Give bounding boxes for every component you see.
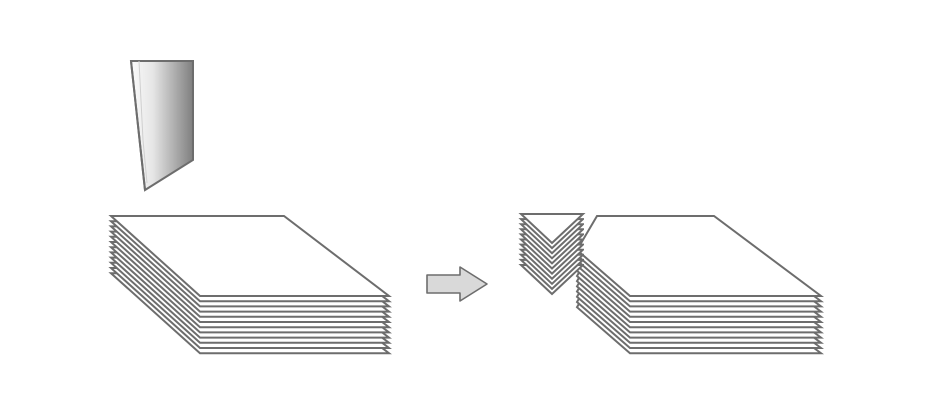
cut-off-wedge bbox=[518, 213, 586, 296]
cutting-blade-icon bbox=[129, 60, 194, 192]
sheet-stack-after-cut bbox=[575, 215, 825, 355]
right-arrow-icon bbox=[426, 266, 488, 302]
top-sheet bbox=[108, 215, 392, 297]
wedge-top bbox=[518, 213, 586, 245]
sheet-stack-before-cut bbox=[108, 215, 392, 355]
